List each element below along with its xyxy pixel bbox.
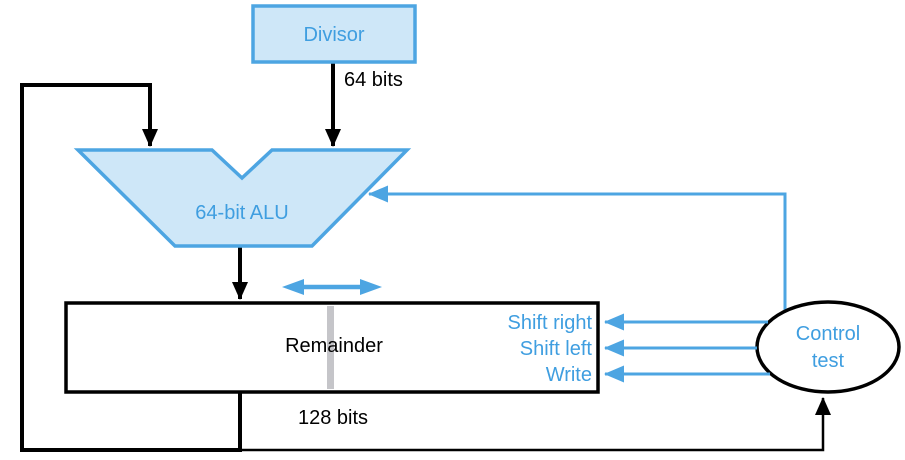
remainder-feedback-loop-line — [20, 83, 242, 452]
alu-shape — [73, 148, 412, 248]
remainder-bus-width-label: 128 bits — [298, 407, 368, 429]
shift-both-directions-arrow — [282, 279, 382, 295]
control-to-alu-signal-line — [368, 185, 787, 312]
control-test-label-line1: Control — [796, 323, 860, 345]
write-label: Write — [546, 364, 592, 386]
control-test-label-line2: test — [812, 350, 845, 372]
alu-label: 64-bit ALU — [195, 202, 288, 224]
shift-right-label: Shift right — [508, 312, 593, 334]
control-test-ellipse — [755, 300, 901, 394]
remainder-label: Remainder — [285, 335, 383, 357]
remainder-to-control-test-line — [240, 397, 831, 452]
divisor-register-box — [251, 4, 417, 64]
shift-left-label: Shift left — [520, 338, 593, 360]
remainder-halves-divider — [327, 306, 334, 389]
divisor-bus-width-label: 64 bits — [344, 69, 403, 91]
divisor-label: Divisor — [303, 24, 364, 46]
